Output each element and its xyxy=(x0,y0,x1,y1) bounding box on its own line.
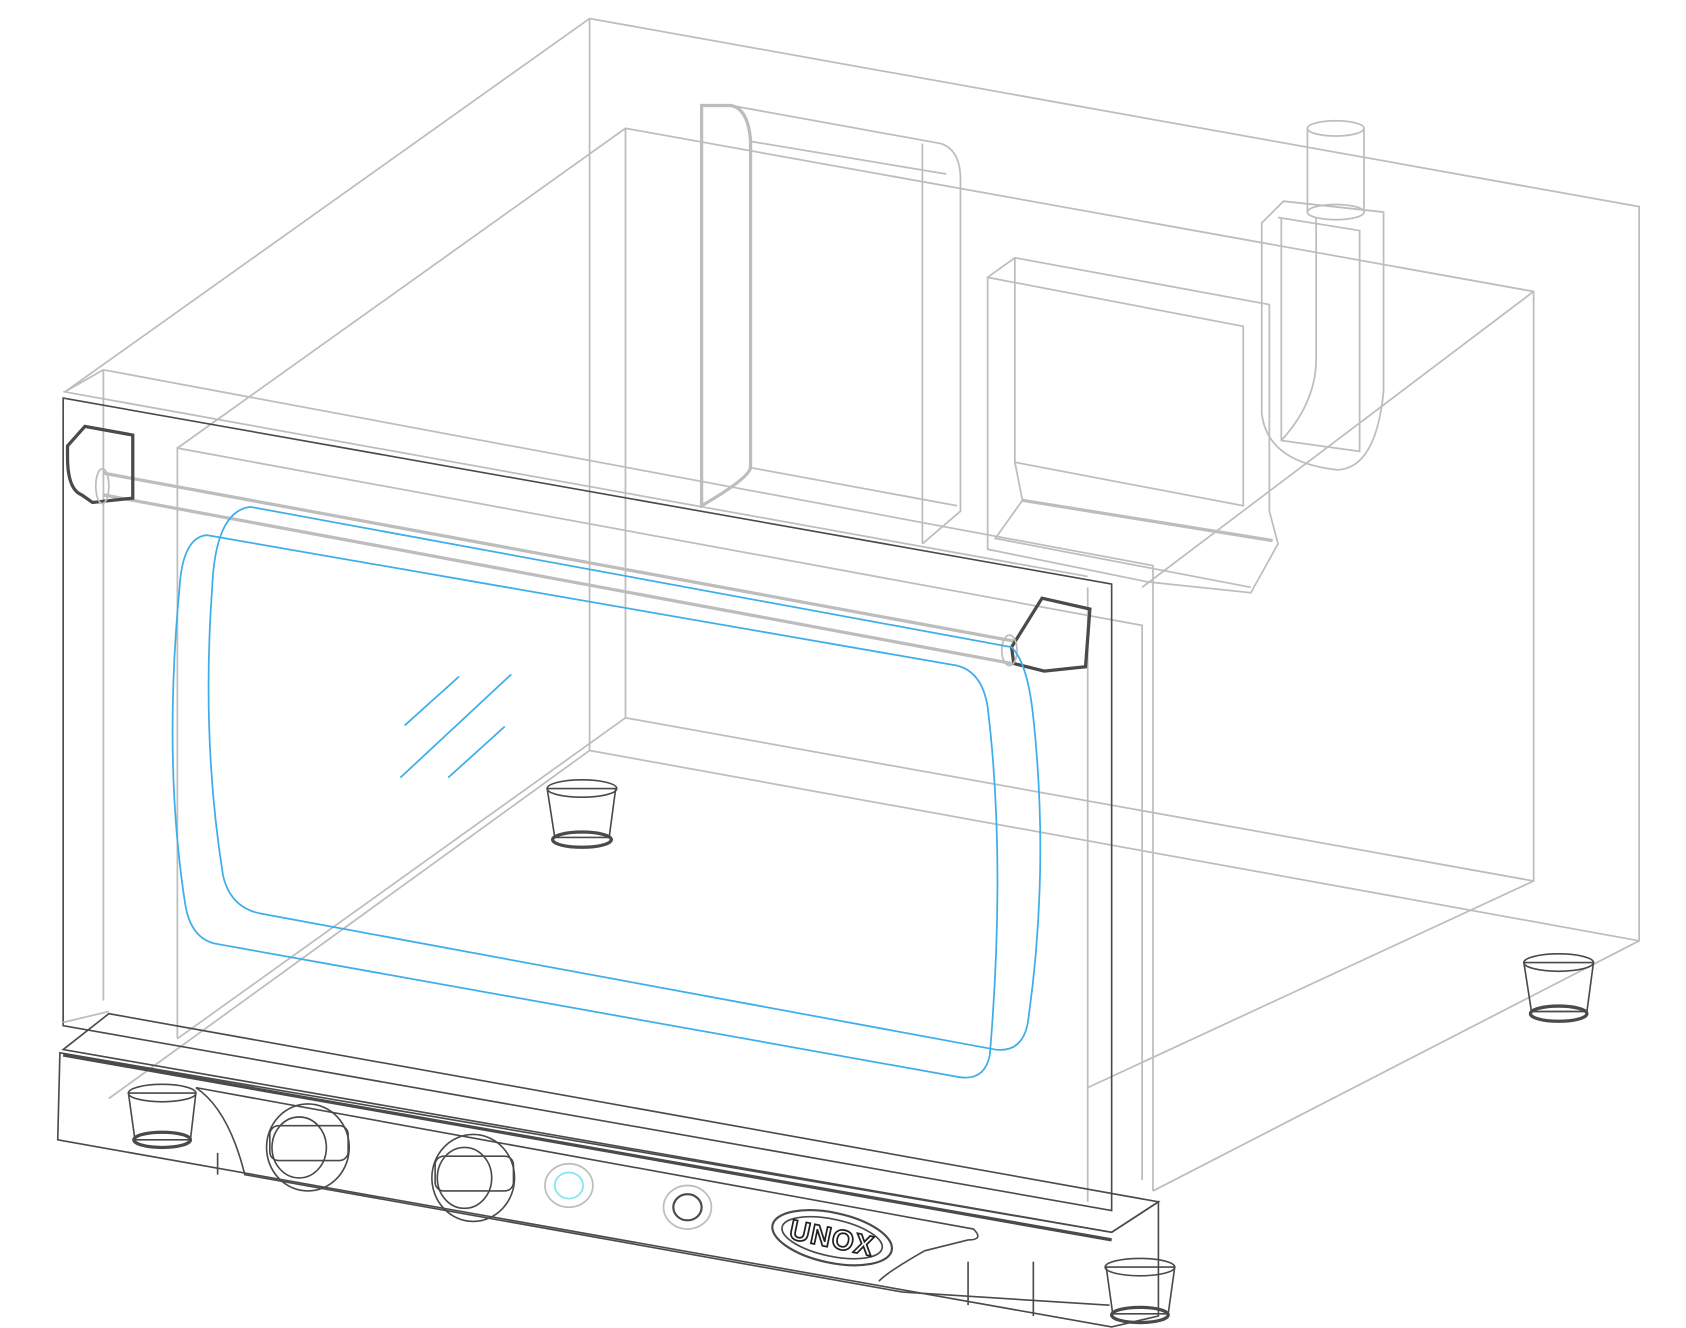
control-knob-2[interactable] xyxy=(431,1133,516,1223)
door-glass-window xyxy=(171,505,1042,1079)
foot-back-right xyxy=(1522,953,1595,1023)
inner-cavity xyxy=(176,127,1535,1181)
oven-door xyxy=(62,390,1113,1212)
control-panel xyxy=(56,1012,1161,1328)
door-hinge-right xyxy=(1000,596,1092,673)
control-knob-1[interactable] xyxy=(265,1103,351,1192)
top-vent-left xyxy=(699,103,962,545)
oven-feet xyxy=(127,779,1595,1325)
outer-housing xyxy=(64,17,1641,1192)
foot-back-left xyxy=(546,779,618,849)
chimney xyxy=(1260,119,1385,471)
door-hinge-left xyxy=(65,424,135,505)
foot-front-right xyxy=(1104,1257,1176,1325)
top-vent-right xyxy=(986,256,1279,594)
power-button[interactable] xyxy=(662,1184,713,1230)
foot-front-left xyxy=(127,1083,197,1150)
indicator-light xyxy=(544,1162,594,1209)
